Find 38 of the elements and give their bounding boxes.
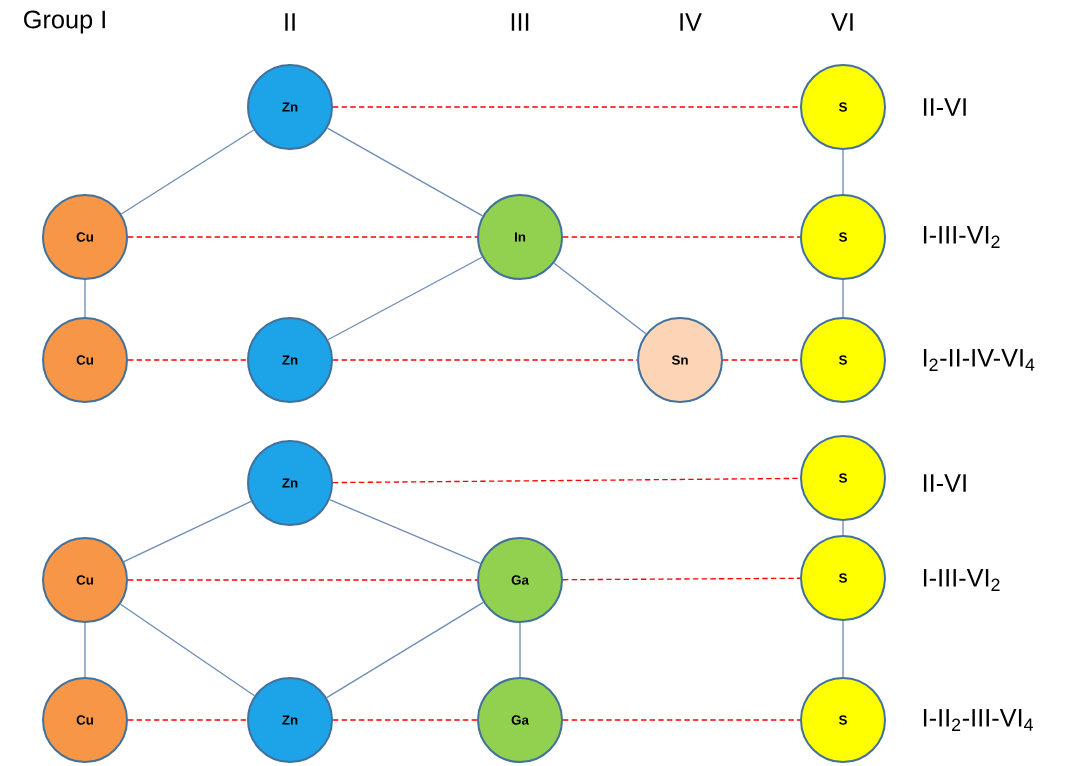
connector-line — [332, 359, 638, 361]
column-heading: Group I — [24, 10, 105, 34]
formula-label: I-II$_{2}$-III-VI$_{4}$ — [923, 709, 1033, 731]
connector-line — [123, 500, 252, 563]
connector-line — [327, 256, 483, 341]
connector-line — [842, 149, 844, 195]
connector-line — [519, 622, 521, 678]
connector-line — [84, 622, 86, 678]
connector-line — [842, 520, 844, 536]
connector-line — [127, 719, 248, 721]
connector-line — [562, 719, 801, 721]
connector-line — [842, 620, 844, 678]
formula-label: I-III-VI$_{2}$ — [923, 569, 1000, 591]
connector-line — [326, 127, 484, 217]
connector-line — [120, 129, 255, 215]
connector-line — [119, 603, 256, 697]
connector-line — [127, 359, 248, 361]
connector-line — [127, 236, 478, 238]
connector-line — [127, 579, 478, 581]
formula-label: I$_{2}$-II-IV-VI$_{4}$ — [923, 349, 1035, 371]
column-heading: II — [285, 13, 295, 31]
connector-line — [84, 279, 86, 318]
connector-line — [328, 499, 482, 564]
connector-line — [562, 577, 801, 581]
connector-line — [722, 359, 801, 361]
connector-line — [326, 601, 484, 699]
column-heading: VI — [831, 13, 853, 31]
connector-line — [332, 477, 801, 484]
connector-line — [332, 719, 478, 721]
column-heading: IV — [680, 13, 702, 31]
connector-line — [332, 106, 801, 108]
connector-line — [553, 262, 647, 335]
formula-label: II-VI — [923, 98, 966, 116]
formula-label: II-VI — [923, 474, 966, 492]
connector-line — [562, 236, 801, 238]
formula-label: I-III-VI$_{2}$ — [923, 226, 1000, 248]
column-heading: III — [511, 13, 529, 31]
connector-line — [842, 279, 844, 318]
